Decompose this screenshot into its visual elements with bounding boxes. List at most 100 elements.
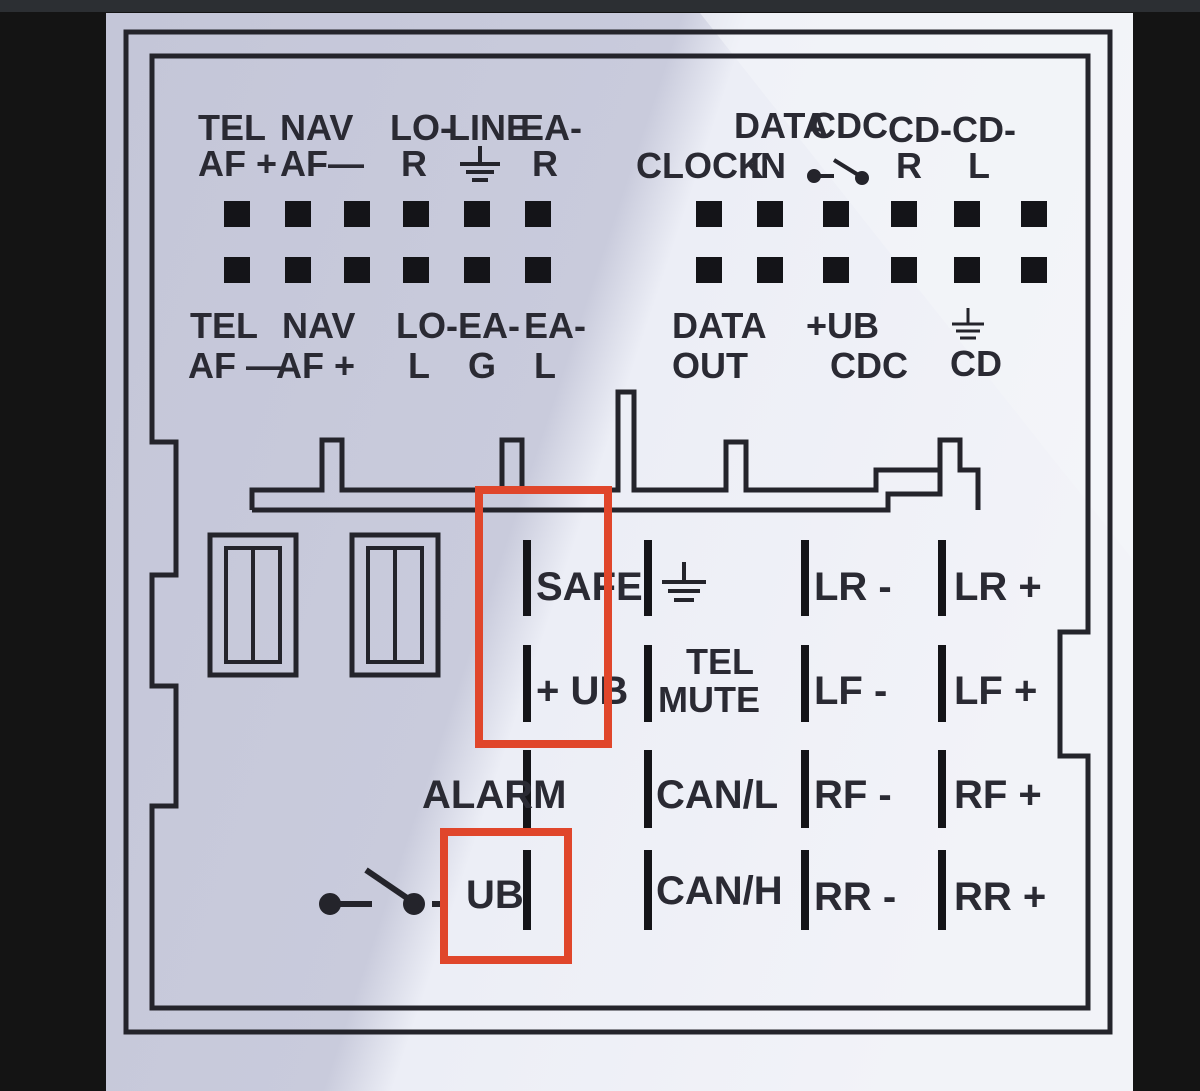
label-tel-mute: TEL [686,641,754,682]
label-rf-plus: RF + [954,773,1042,817]
label-plus-ub: + UB [536,669,628,713]
pin-top-9 [823,201,849,227]
pin-bottom-6 [525,257,551,283]
label-ea-r: EA- [520,107,582,148]
label-tel-af-plus-2: AF + [198,143,277,184]
label-lo-r: LO- [390,107,452,148]
blade-contact-c4-r4 [938,850,946,930]
label-cdc: CDC [810,105,888,146]
label-cd-l: CD- [952,109,1016,150]
label-ub-switched: UB [466,873,524,917]
blade-contact-c3-r2 [801,645,809,722]
pin-bottom-10 [891,257,917,283]
pin-top-1 [224,201,250,227]
blade-contact-c3-r4 [801,850,809,930]
ground-icon [460,146,500,182]
outer-border [123,29,1113,1035]
blade-contact-c4-r1 [938,540,946,616]
blade-contact-c3-r3 [801,750,809,828]
blade-contact-c4-r2 [938,645,946,722]
highlight-box-safe-ub [475,486,612,748]
label-ub-cdc-2: CDC [830,345,908,386]
blade-contact-c1-r3 [523,750,531,828]
label-ea-g-2: G [468,345,496,386]
label-lo-l-2: L [408,345,430,386]
blade-contact-c3-r1 [801,540,809,616]
label-tel-af-minus: TEL [190,305,258,346]
pin-bottom-3 [344,257,370,283]
label-safe: SAFE [536,565,643,609]
pin-bottom-9 [823,257,849,283]
pin-top-8 [757,201,783,227]
latch-window-right [349,532,441,678]
pin-bottom-12 [1021,257,1047,283]
label-nav-af-minus-2: AF— [280,143,364,184]
label-ub-cdc: +UB [806,305,879,346]
pin-bottom-8 [757,257,783,283]
label-can-h: CAN/H [656,869,783,913]
pin-top-3 [344,201,370,227]
pin-bottom-5 [464,257,490,283]
ignition-switch-icon [319,867,446,915]
label-rr-plus: RR + [954,875,1046,919]
label-tel-af-plus: TEL [198,107,266,148]
window-top-bar [0,0,1200,12]
blade-contact-c2-r2 [644,645,652,722]
blade-contact-c1-r4 [523,850,531,930]
label-data-in: DATA [734,105,829,146]
blade-contacts [523,540,946,930]
pin-top-6 [525,201,551,227]
ground-icon-center [662,562,706,602]
pin-bottom-7 [696,257,722,283]
label-rr-minus: RR - [814,875,896,919]
label-lf-plus: LF + [954,669,1037,713]
pin-bottom-2 [285,257,311,283]
label-ea-l: EA- [524,305,586,346]
pin-top-11 [954,201,980,227]
label-ea-g: EA- [458,305,520,346]
blade-contact-c1-r1 [523,540,531,616]
pin-bottom-1 [224,257,250,283]
blade-contact-c2-r1 [644,540,652,616]
connector-key-outline [249,389,981,513]
label-nav-af-plus-2: AF + [276,345,355,386]
pin-top-10 [891,201,917,227]
label-lf-minus: LF - [814,669,887,713]
label-gnd-cd: CD [950,343,1002,384]
label-cd-r-2: R [896,145,922,186]
pin-bottom-11 [954,257,980,283]
label-rf-minus: RF - [814,773,892,817]
pin-top-5 [464,201,490,227]
pin-top-12 [1021,201,1047,227]
blade-contact-c4-r3 [938,750,946,828]
label-cd-l-2: L [968,145,990,186]
switch-icon [807,158,869,185]
pin-top-2 [285,201,311,227]
blade-contact-c2-r3 [644,750,652,828]
label-data-out: DATA [672,305,767,346]
pin-bottom-4 [403,257,429,283]
label-can-l: CAN/L [656,773,778,817]
label-alarm: ALARM [422,773,566,817]
inner-border [149,53,1091,1011]
label-nav-af-plus: NAV [282,305,355,346]
label-clock: CLOCK [636,145,764,186]
label-data-in-2: IN [750,145,786,186]
label-lr-plus: LR + [954,565,1042,609]
pin-grid [224,201,1047,283]
label-ea-l-2: L [534,345,556,386]
highlight-box-switched-ub [440,828,572,964]
label-tel-af-minus-2: AF — [188,345,282,386]
label-lo-r-2: R [401,143,427,184]
sunlight-patch [700,13,1133,560]
ground-icon-cd [952,308,984,340]
latch-window-left [207,532,299,678]
blade-contact-c2-r4 [644,850,652,930]
label-ea-r-2: R [532,143,558,184]
label-lr-minus: LR - [814,565,892,609]
pin-top-4 [403,201,429,227]
label-line: LINE [448,107,530,148]
label-tel-mute-2: MUTE [658,679,760,720]
label-lo-l: LO- [396,305,458,346]
